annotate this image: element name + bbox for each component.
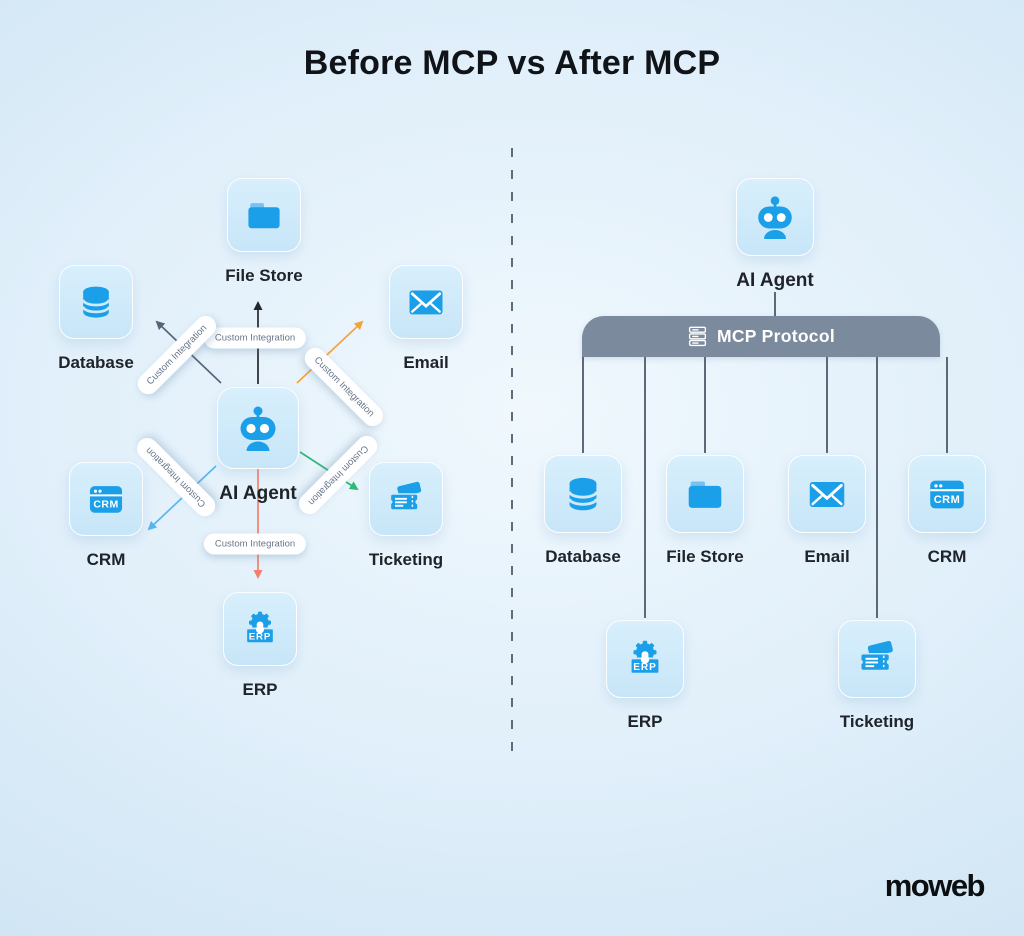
node-email-right: Email (767, 455, 887, 567)
browser-crm-icon: CRM (930, 480, 964, 509)
node-label: CRM (927, 547, 967, 566)
node-erp-right: ERP ERP (585, 620, 705, 732)
erp-card: ERP (223, 592, 297, 666)
svg-text:CRM: CRM (93, 499, 118, 511)
page-title: Before MCP vs After MCP (303, 44, 721, 82)
svg-text:CRM: CRM (934, 494, 961, 506)
database-card (59, 265, 133, 339)
node-erp-left: ERP ERP (200, 592, 320, 700)
node-file-store-left: File Store (204, 178, 324, 286)
file-store-card (666, 455, 744, 533)
node-crm-left: CRM CRM (46, 462, 166, 570)
ai-agent-card (736, 178, 814, 256)
node-file-store-right: File Store (645, 455, 765, 567)
email-card (389, 265, 463, 339)
integration-pill-file-store: Custom Integration (203, 327, 307, 349)
node-crm-right: CRM CRM (887, 455, 1007, 567)
node-label: ERP (242, 680, 278, 699)
server-stack-icon (688, 326, 707, 347)
crm-card: CRM (908, 455, 986, 533)
node-label: Email (804, 547, 850, 566)
node-ticketing-left: Ticketing (346, 462, 466, 570)
node-ai-agent-right: AI Agent (715, 178, 835, 292)
node-label: Ticketing (368, 550, 444, 569)
erp-card: ERP (606, 620, 684, 698)
ticket-icon (858, 640, 893, 672)
ai-agent-card (217, 387, 299, 469)
ticket-icon (388, 481, 422, 511)
node-label: Database (545, 547, 621, 566)
browser-crm-icon: CRM (89, 486, 123, 513)
mcp-protocol-bar: MCP Protocol (582, 316, 940, 357)
ticketing-card (369, 462, 443, 536)
node-ticketing-right: Ticketing (817, 620, 937, 732)
folder-icon (248, 203, 280, 229)
svg-text:ERP: ERP (249, 632, 272, 643)
mcp-protocol-label: MCP Protocol (716, 326, 835, 346)
node-label: Email (403, 353, 449, 372)
email-card (788, 455, 866, 533)
robot-icon (758, 196, 792, 240)
database-icon (568, 477, 598, 511)
file-store-card (227, 178, 301, 252)
node-database-left: Database (36, 265, 156, 373)
node-ai-agent-left: AI Agent (198, 387, 318, 505)
database-card (544, 455, 622, 533)
gear-erp-icon: ERP (246, 611, 274, 643)
moweb-logo: moweb (884, 868, 986, 903)
node-label: AI Agent (219, 483, 297, 504)
gear-erp-icon: ERP (630, 640, 660, 673)
node-label: Database (58, 353, 134, 372)
folder-icon (688, 481, 722, 508)
node-label: AI Agent (736, 270, 814, 291)
node-database-right: Database (523, 455, 643, 567)
integration-pill-erp: Custom Integration (203, 533, 307, 555)
node-label: File Store (225, 266, 303, 285)
database-icon (81, 286, 111, 318)
node-email-left: Email (366, 265, 486, 373)
ticketing-card (838, 620, 916, 698)
node-label: File Store (666, 547, 744, 566)
crm-card: CRM (69, 462, 143, 536)
node-label: CRM (86, 550, 126, 569)
node-label: ERP (627, 712, 663, 731)
svg-text:ERP: ERP (633, 662, 657, 673)
robot-icon (240, 406, 276, 451)
envelope-icon (809, 482, 845, 507)
node-label: Ticketing (839, 712, 915, 731)
envelope-icon (409, 290, 443, 315)
